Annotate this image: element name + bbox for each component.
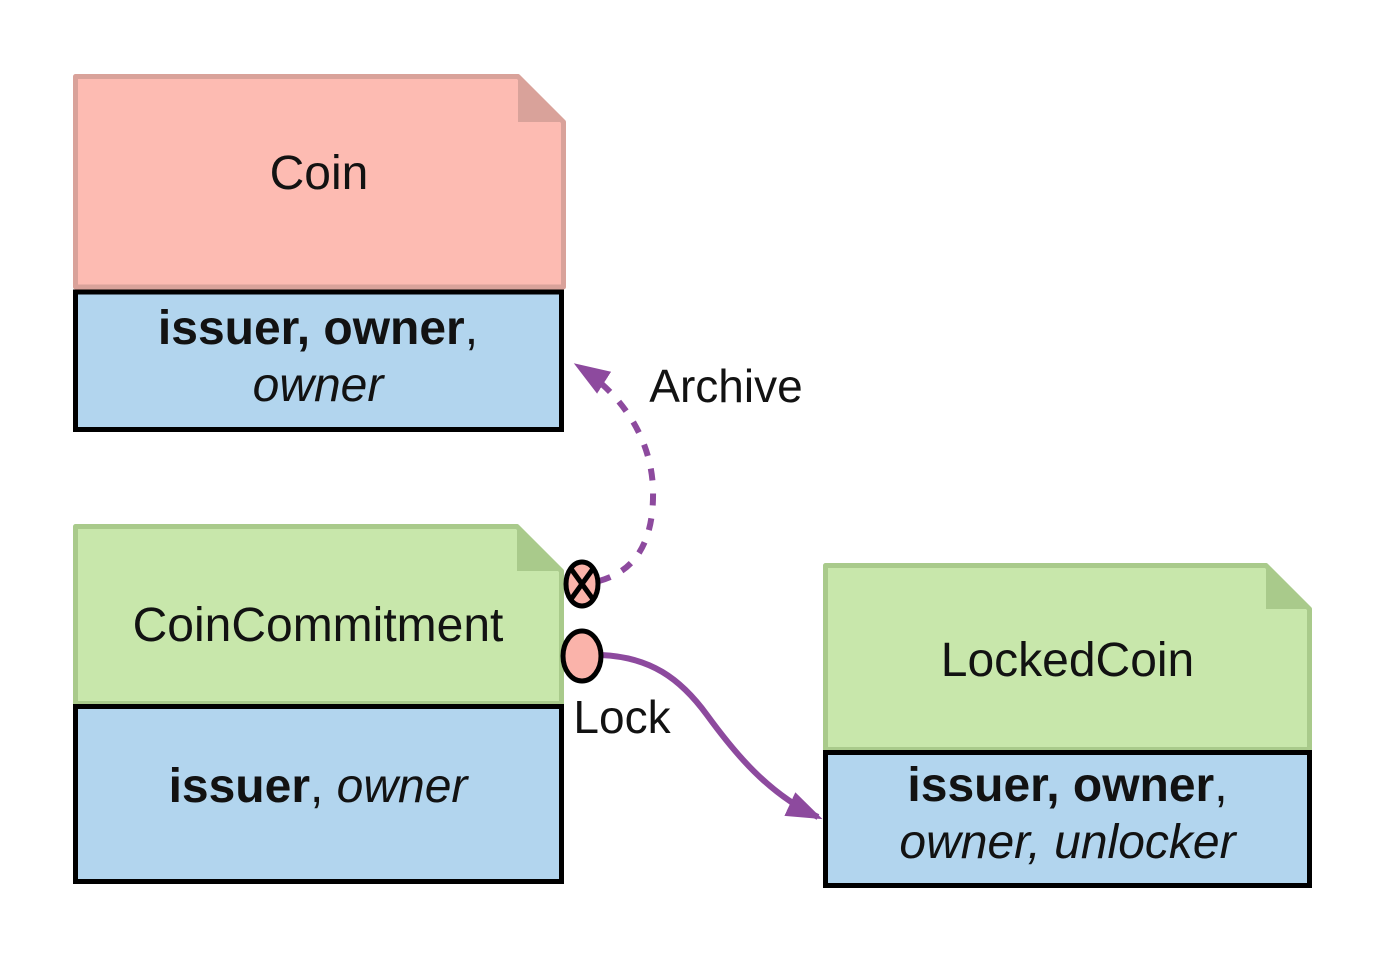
lockedcoin-fields-line1: issuer, owner, (907, 757, 1227, 814)
lockedcoin-fields-shape (823, 750, 1312, 888)
lockedcoin-fields-line2: owner, unlocker (899, 816, 1236, 869)
coin-fields-bold-text: issuer, owner (157, 302, 465, 355)
coin-fields: issuer, owner, owner (73, 290, 563, 432)
lockedcoin-title: LockedCoin (940, 634, 1195, 687)
lockedcoin-header-shape (823, 563, 1312, 752)
coincommitment-fields-bold-text: issuer (168, 759, 310, 813)
coin-fields-shape (73, 289, 564, 432)
lockedcoin-fields-plain-text: , (1214, 759, 1228, 812)
lockedcoin-header-fold-icon (1266, 565, 1310, 609)
coincommitment-title: CoinCommitment (132, 598, 504, 652)
coincommitment-node-shape (73, 524, 564, 884)
coin-header-shape (73, 74, 566, 290)
lockedcoin-fields-bold-text: issuer, owner (907, 759, 1215, 812)
coin-title: Coin (269, 146, 369, 200)
coincommitment-fields-italic-text: owner (336, 759, 468, 813)
coin-node-shape (73, 74, 566, 432)
lockedcoin-fields: issuer, owner, owner, unlocker (823, 750, 1312, 888)
lock-edge-label: Lock (573, 691, 671, 743)
coincommitment-fields-line1: issuer, owner (169, 758, 468, 815)
coincommitment-header-shape (73, 524, 564, 706)
circle-x-icon (563, 559, 601, 609)
coincommitment-fields: issuer, owner (73, 704, 563, 884)
circle-icon (560, 628, 604, 684)
coin-fields-line2: owner (252, 359, 384, 412)
coin-fields-line1: issuer, owner, (158, 300, 478, 357)
coin-header-fold-icon (518, 76, 564, 122)
archive-edge-line (573, 363, 657, 584)
lock-edge-line (600, 652, 823, 820)
coincommitment-header-fold-icon (517, 526, 562, 571)
coincommitment-fields-plain-text: , (310, 759, 337, 813)
archive-edge-label: Archive (649, 360, 803, 412)
lockedcoin-node-shape (823, 563, 1312, 888)
coin-fields-plain-text: , (464, 302, 479, 355)
coincommitment-fields-shape (73, 704, 564, 884)
